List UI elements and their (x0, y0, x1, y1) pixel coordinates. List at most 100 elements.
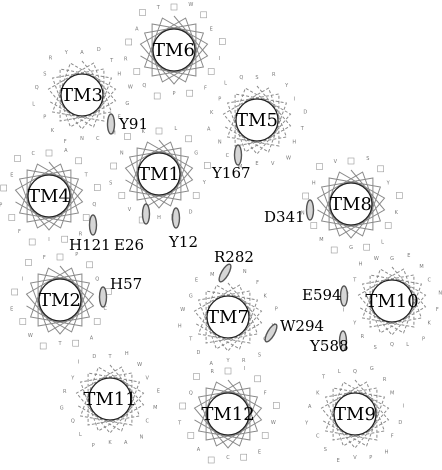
residue-marker: R (272, 72, 276, 78)
residue-marker: K (316, 391, 320, 397)
residue-marker: E (407, 253, 410, 259)
residue-marker: K (395, 210, 399, 216)
residue-marker (39, 342, 47, 350)
residue-highlight-ellipse (106, 113, 116, 135)
residue-marker: Y (202, 180, 207, 186)
residue-marker (192, 192, 200, 199)
residue-marker: S (258, 353, 261, 359)
residue-marker: Y (352, 321, 357, 327)
residue-marker (139, 9, 146, 16)
residue-marker: G (370, 366, 374, 372)
residue-marker: S (366, 156, 369, 162)
residue-marker: H (312, 181, 316, 187)
residue-marker: C (226, 153, 230, 159)
helix-core-circle (206, 295, 250, 339)
residue-marker: S (109, 181, 112, 187)
residue-marker: M (111, 131, 115, 137)
residue-marker: V (353, 455, 357, 461)
residue-marker (75, 157, 82, 165)
residue-marker: K (428, 321, 432, 327)
helix-core-circle (88, 377, 132, 421)
helix-label: TM12 (201, 404, 254, 425)
residue-marker: M (319, 237, 323, 243)
residue-marker: H (125, 351, 129, 357)
residue-marker: Y (64, 50, 69, 56)
residue-marker: V (128, 207, 132, 213)
residue-marker: S (255, 75, 258, 81)
residue-marker: M (238, 164, 242, 170)
residue-marker: D (92, 354, 96, 360)
residue-marker (25, 259, 32, 266)
residue-e594: E594 (302, 285, 349, 307)
helix-core-circle (235, 98, 279, 142)
residue-marker: P (92, 443, 95, 449)
residue-marker: D (189, 210, 193, 216)
residue-marker: D (97, 47, 101, 53)
residue-marker: W (137, 362, 142, 368)
residue-marker: L (174, 126, 177, 132)
residue-marker: L (338, 369, 341, 375)
residue-marker: E (255, 161, 258, 167)
residue-marker: W (271, 420, 276, 426)
residue-marker: M (419, 264, 423, 270)
residue-label: Y588 (309, 337, 349, 355)
residue-marker: C (96, 136, 100, 142)
helix-wheel-lines (139, 15, 209, 85)
residue-marker: G (349, 245, 353, 251)
residue-marker: M (390, 391, 394, 397)
residue-marker: S (43, 72, 46, 78)
helix-wheel-lines (47, 60, 117, 130)
helix-label: TM5 (236, 110, 278, 131)
residue-marker: G (189, 294, 193, 300)
residue-marker: H (292, 140, 296, 146)
residue-marker: Y (284, 83, 289, 89)
residue-marker (86, 261, 93, 269)
residue-marker: E (10, 173, 13, 179)
residue-marker: P (218, 97, 221, 103)
residue-marker: P (422, 337, 425, 343)
residue-marker: A (124, 440, 128, 446)
residue-marker (124, 133, 131, 140)
residue-marker (207, 456, 215, 464)
residue-marker: R (63, 389, 67, 395)
residue-marker (19, 318, 27, 325)
residue-marker (72, 339, 79, 347)
residue-marker: E (10, 307, 13, 313)
residue-marker (207, 68, 215, 75)
residue-highlight-ellipse (218, 263, 232, 283)
residue-marker: E (337, 458, 340, 464)
residue-marker: Y (386, 181, 391, 187)
residue-marker: Y (70, 376, 75, 382)
helix-wheel-lines (316, 169, 386, 239)
helix-core-circle (206, 392, 250, 436)
residue-marker: C (427, 278, 431, 284)
residue-marker: N (218, 140, 222, 146)
residue-marker: T (84, 173, 89, 179)
residue-marker: L (381, 240, 384, 246)
residue-highlight-ellipse (338, 330, 348, 352)
residue-marker: F (204, 86, 207, 92)
residue-marker (8, 214, 16, 221)
residue-marker: H (359, 262, 363, 268)
residue-e26: E26 (114, 203, 151, 254)
residue-marker: N (140, 435, 144, 441)
residue-marker (310, 222, 318, 229)
residue-marker: Q (71, 419, 75, 425)
residue-label: Y91 (118, 115, 148, 133)
residue-marker: C (145, 419, 149, 425)
residue-marker (153, 92, 161, 100)
residue-marker (254, 375, 261, 383)
residue-label: Y167 (211, 164, 251, 182)
residue-marker: R (79, 232, 83, 238)
residue-marker: Y (304, 421, 309, 427)
residue-marker: E (210, 27, 213, 33)
residue-marker (94, 184, 101, 191)
residue-marker (93, 318, 101, 325)
residue-marker: T (57, 341, 62, 347)
residue-marker: I (343, 308, 344, 314)
helix-label: TM3 (61, 85, 103, 106)
residue-marker: T (188, 337, 193, 343)
residue-marker: H (117, 72, 121, 78)
